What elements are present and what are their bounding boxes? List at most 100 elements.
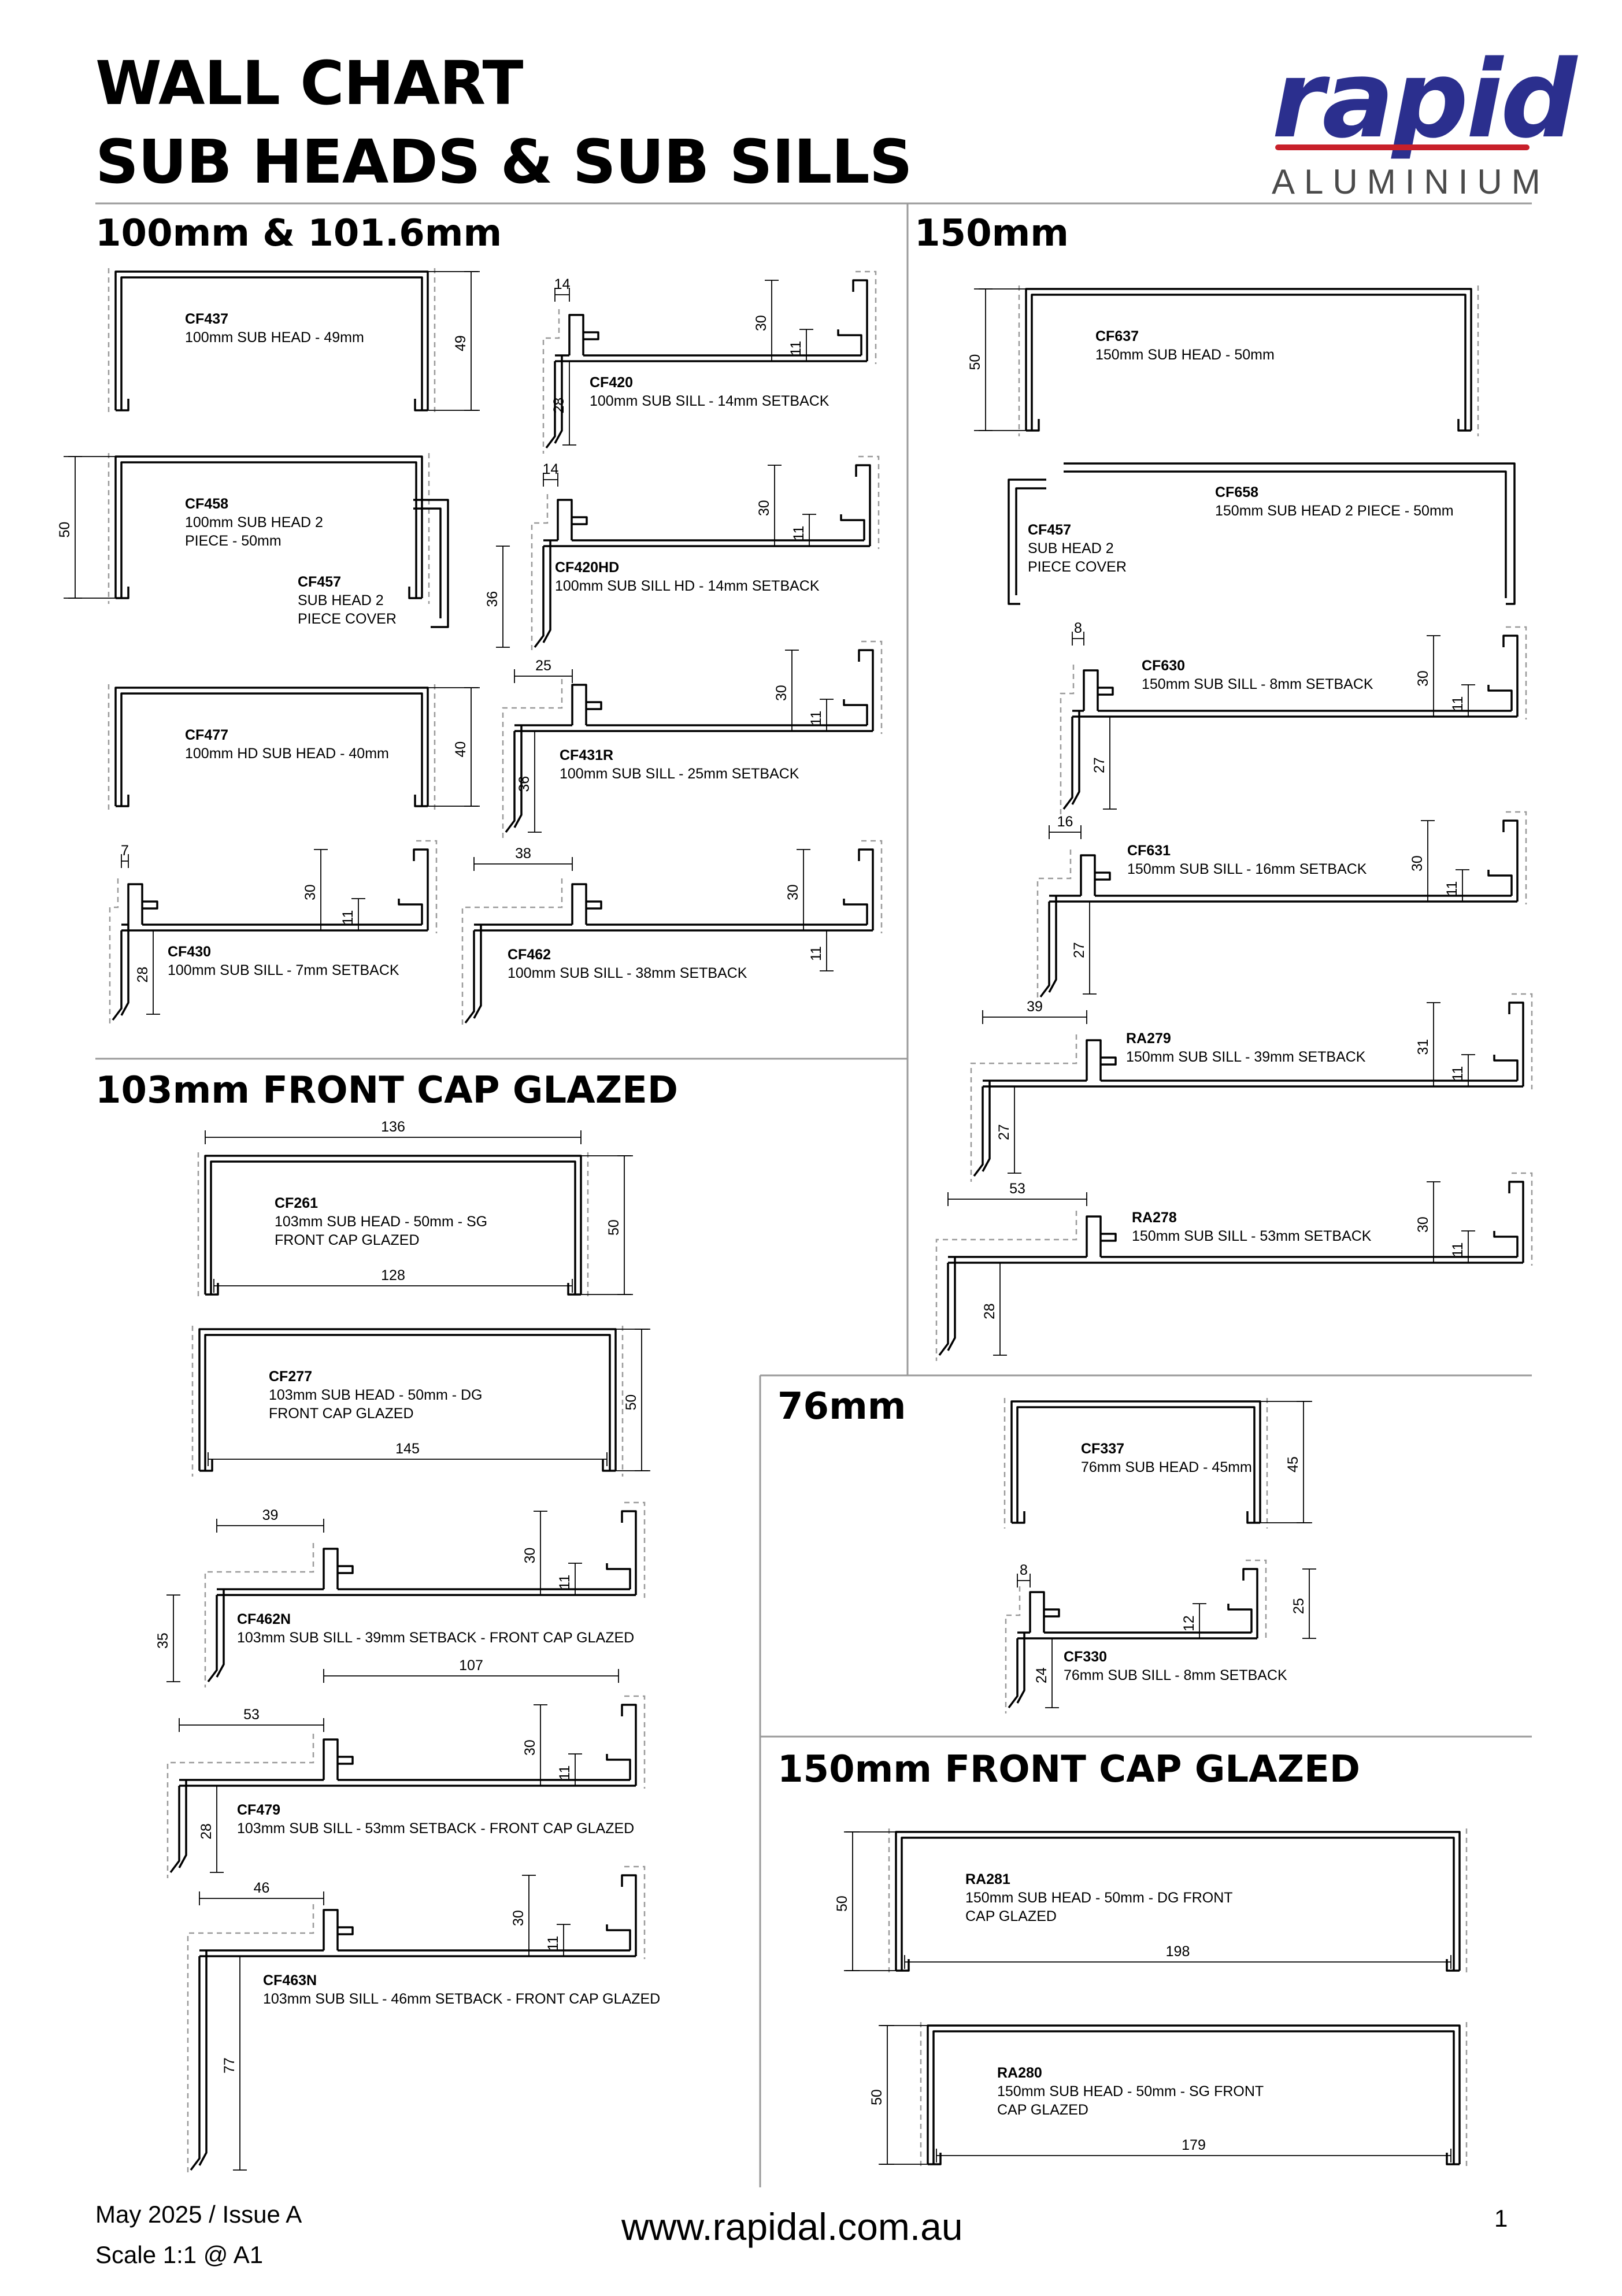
profile-outline [852, 279, 868, 361]
dimension-value: 28 [198, 1823, 214, 1839]
profile-outline [413, 848, 429, 930]
dimension-value: 30 [302, 884, 319, 900]
profile-outline [621, 1510, 637, 1595]
profile-outline [1508, 1181, 1524, 1263]
product-description: 100mm SUB SILL - 38mm SETBACK [508, 965, 747, 981]
profile-outline [178, 1780, 187, 1868]
logo-subtitle: ALUMINIUM [1272, 162, 1550, 201]
product-description: FRONT CAP GLAZED [269, 1405, 414, 1422]
product-description: 150mm SUB SILL - 53mm SETBACK [1132, 1228, 1372, 1244]
glazing-outline [416, 840, 438, 933]
product-description: 103mm SUB HEAD - 50mm - DG [269, 1387, 483, 1403]
dimension-value: 16 [1057, 814, 1073, 830]
profile-outline [1502, 819, 1519, 902]
profile-outline [116, 795, 129, 807]
profile-outline [1029, 1591, 1045, 1633]
profile-outline [210, 1160, 576, 1294]
profile-outline [1101, 1056, 1117, 1066]
profile-outline [586, 701, 602, 710]
product-description: SUB HEAD 2 [1028, 540, 1114, 557]
glazing-outline [1060, 665, 1075, 815]
dimension-value: 8 [1020, 1562, 1028, 1578]
profile-outline [572, 516, 588, 525]
dimension-value: 50 [967, 354, 983, 370]
product-code: CF463N [263, 1972, 317, 1989]
profile-outline [473, 925, 482, 1019]
product-code: CF462N [237, 1611, 291, 1627]
profile-outline [895, 1831, 1461, 1971]
product-code: RA281 [965, 1871, 1010, 1887]
dimension-value: 30 [1415, 1216, 1431, 1233]
product-description: 150mm SUB HEAD - 50mm - DG FRONT [965, 1890, 1233, 1906]
glazing-outline [542, 309, 560, 454]
dimension-value: 11 [808, 946, 824, 961]
profile-outline [323, 1548, 339, 1589]
dimension-value: 7 [121, 843, 129, 859]
dimension-value: 27 [1091, 757, 1108, 773]
profile-outline [602, 1459, 616, 1472]
profile-outline [120, 461, 417, 598]
product-description: 103mm SUB SILL - 46mm SETBACK - FRONT CA… [263, 1991, 660, 2007]
glazing-outline [970, 1034, 1077, 1182]
profile-outline [1026, 419, 1040, 432]
profile-outline [1493, 1231, 1519, 1257]
profile-outline [323, 1909, 339, 1950]
subhead-CF437: CF437 100mm SUB HEAD - 49mm 49 [108, 268, 480, 416]
profile-outline [1016, 1633, 1025, 1704]
dimension-value: 27 [996, 1124, 1012, 1140]
dimension-value: 49 [453, 335, 469, 351]
product-code: CF261 [275, 1195, 318, 1211]
profile-outline [216, 1589, 225, 1678]
profile-outline [1039, 902, 1050, 998]
dimension-value: 30 [753, 315, 769, 331]
dimension-value: 11 [808, 711, 824, 726]
profile-outline [1487, 870, 1513, 896]
product-description: 150mm SUB HEAD - 50mm [1095, 347, 1275, 363]
product-description: 100mm SUB HEAD - 49mm [185, 329, 364, 346]
profile-outline [982, 1081, 991, 1172]
dimension-value: 36 [516, 776, 532, 792]
profile-outline [505, 731, 516, 833]
profile-outline [1487, 685, 1513, 711]
dimension-value: 30 [522, 1548, 538, 1564]
profile-outline [114, 270, 429, 410]
profile-outline [1062, 717, 1073, 810]
dimension-value: 12 [1181, 1615, 1197, 1631]
profile-outline [586, 900, 602, 910]
product-code: CF431R [560, 747, 613, 763]
glazing-outline [624, 1865, 646, 1959]
dimension-value: 11 [791, 526, 807, 541]
profile-outline [398, 899, 423, 925]
product-description: 103mm SUB SILL - 53mm SETBACK - FRONT CA… [237, 1820, 634, 1837]
product-code: CF437 [185, 311, 228, 327]
website-link[interactable]: www.rapidal.com.au [621, 2205, 963, 2248]
glazing-outline [1506, 811, 1527, 904]
dimension-value: 45 [1285, 1456, 1301, 1472]
profile-outline [542, 540, 551, 643]
profile-outline [568, 314, 584, 355]
dimension-value: 145 [395, 1441, 420, 1457]
profile-outline [127, 883, 143, 925]
profile-outline [1446, 2153, 1460, 2165]
profile-outline [1064, 462, 1516, 605]
product-code: CF337 [1081, 1441, 1124, 1457]
product-description: 100mm SUB HEAD 2 [185, 514, 323, 531]
profile-outline [1083, 669, 1099, 711]
glazing-outline [461, 878, 563, 1029]
dimension-value: 11 [1450, 1066, 1466, 1081]
section-heading-103mm-front-cap: 103mm FRONT CAP GLAZED [95, 1069, 678, 1112]
profile-outline [1008, 1638, 1019, 1709]
product-code: CF420 [590, 374, 633, 391]
dimension-value: 25 [1291, 1598, 1307, 1614]
dimension-value: 46 [254, 1880, 270, 1896]
dimension-value: 11 [1450, 1242, 1466, 1258]
